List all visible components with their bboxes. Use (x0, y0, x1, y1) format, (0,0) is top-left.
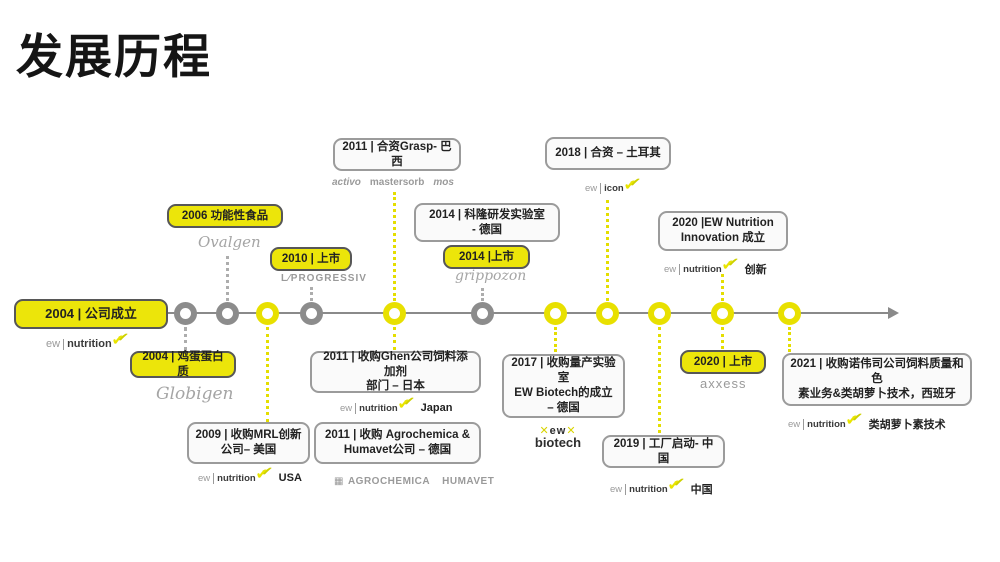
agrochemica-humavet-logos: ▦ AGROCHEMICA HUMAVET (334, 476, 494, 487)
caption-china: 中国 (690, 484, 713, 496)
check-icon: ✔✔ (623, 172, 642, 194)
cross-icon: ✕ (539, 425, 550, 437)
timeline-arrowhead-icon (888, 307, 899, 319)
timeline-node-2010 (300, 302, 323, 325)
connector-2019 (658, 327, 661, 433)
milestone-2020-innovation: 2020 |EW Nutrition Innovation 成立 (658, 211, 788, 251)
milestone-2017-ew-biotech: 2017 | 收购量产实验室 EW Biotech的成立 – 德国 (502, 354, 625, 418)
check-icon: ✔✔ (721, 253, 740, 274)
timeline-node-2009 (256, 302, 279, 325)
connector-2010 (310, 287, 313, 301)
milestone-2006-functional-food: 2006 功能性食品 (167, 204, 283, 228)
timeline-node-2018 (596, 302, 619, 325)
ew-icon-logo: ew icon ✔✔ (585, 172, 642, 194)
timeline-node-2011 (383, 302, 406, 325)
milestone-2011-grasp-brazil: 2011 | 合资Grasp- 巴西 (333, 138, 461, 171)
milestone-2009-mrl-usa: 2009 | 收购MRL创新 公司– 美国 (187, 422, 310, 464)
humavet-logo: HUMAVET (442, 476, 495, 487)
caption-carotenoid: 类胡萝卜素技术 (868, 419, 946, 431)
ew-biotech-logo: ✕ew✕ biotech (534, 425, 582, 450)
ew-nutrition-usa-logo: ew nutrition ✔✔ USA (198, 462, 302, 484)
activo-mastersorb-mos-logos: activo mastersorb mos (332, 177, 454, 188)
timeline-node-2006 (216, 302, 239, 325)
ew-nutrition-innovation-logo: ew nutrition ✔✔ 创新 (664, 253, 767, 276)
timeline-node-2019 (648, 302, 671, 325)
caption-innovation: 创新 (744, 264, 767, 276)
connector-2011-ghen (393, 327, 396, 350)
milestone-2020-ipo: 2020 | 上市 (680, 350, 766, 374)
page-title: 发展历程 (16, 30, 212, 83)
milestone-2004-egg-protein: 2004 | 鸡蛋蛋白质 (130, 351, 236, 378)
timeline-node-2017 (544, 302, 567, 325)
timeline-node-2020 (711, 302, 734, 325)
caption-usa: USA (278, 472, 302, 484)
activo-logo: activo (332, 177, 361, 188)
ovalgen-logo: Ovalgen (198, 233, 261, 251)
cross-icon: ✕ (566, 425, 577, 437)
connector-2021 (788, 327, 791, 352)
timeline-axis (168, 312, 890, 314)
progressiv-logo: L∕PROGRESSIV (281, 273, 367, 284)
ew-nutrition-logo: ew nutrition ✔✔ (46, 328, 130, 350)
grippozon-logo: grippozon (455, 268, 527, 284)
milestone-2004-founding: 2004 | 公司成立 (14, 299, 168, 329)
connector-2014 (481, 288, 484, 301)
timeline-node-2014 (471, 302, 494, 325)
connector-2011-grasp (393, 192, 396, 301)
check-icon: ✔✔ (111, 328, 130, 349)
ew-nutrition-china-logo: ew nutrition ✔✔ 中国 (610, 473, 713, 496)
check-icon: ✔✔ (845, 408, 864, 429)
connector-2018 (606, 200, 609, 301)
agrochemica-grid-icon: ▦ (334, 476, 344, 487)
connector-2020-innovation (721, 274, 724, 301)
timeline-node-2021 (778, 302, 801, 325)
connector-2009 (266, 327, 269, 422)
milestone-2018-turkey-jv: 2018 | 合资 – 土耳其 (545, 137, 671, 170)
globigen-logo: Globigen (156, 384, 234, 404)
milestone-2019-factory-china: 2019 | 工厂启动- 中国 (602, 435, 725, 468)
milestone-2011-ghen-japan: 2011 | 收购Ghen公司饲料添加剂 部门 – 日本 (310, 351, 481, 393)
axxess-logo: axxess (700, 376, 747, 391)
milestone-2021-novus-spain: 2021 | 收购诺伟司公司饲料质量和色 素业务&类胡萝卜技术，西班牙 (782, 353, 972, 406)
connector-2004-egg (184, 327, 187, 351)
caption-japan: Japan (420, 402, 453, 414)
connector-2006 (226, 256, 229, 301)
mastersorb-logo: mastersorb (369, 177, 425, 188)
ew-nutrition-carotenoid-logo: ew nutrition ✔✔ 类胡萝卜素技术 (788, 408, 946, 431)
check-icon: ✔✔ (397, 392, 416, 413)
milestone-2014-cologne-lab: 2014 | 科隆研发实验室 - 德国 (414, 203, 560, 242)
check-icon: ✔✔ (255, 462, 274, 483)
agrochemica-logo: AGROCHEMICA (347, 476, 431, 487)
milestone-2010-ipo: 2010 | 上市 (270, 247, 352, 271)
connector-2017 (554, 327, 557, 352)
milestone-2014-launch: 2014 |上市 (443, 245, 530, 269)
ew-nutrition-japan-logo: ew nutrition ✔✔ Japan (340, 392, 453, 414)
connector-2020-ipo (721, 327, 724, 349)
mos-logo: mos (433, 177, 454, 188)
check-icon: ✔✔ (667, 473, 686, 494)
milestone-2011-agrochemica: 2011 | 收购 Agrochemica & Humavet公司 – 德国 (314, 422, 481, 464)
timeline-node-2004-egg (174, 302, 197, 325)
